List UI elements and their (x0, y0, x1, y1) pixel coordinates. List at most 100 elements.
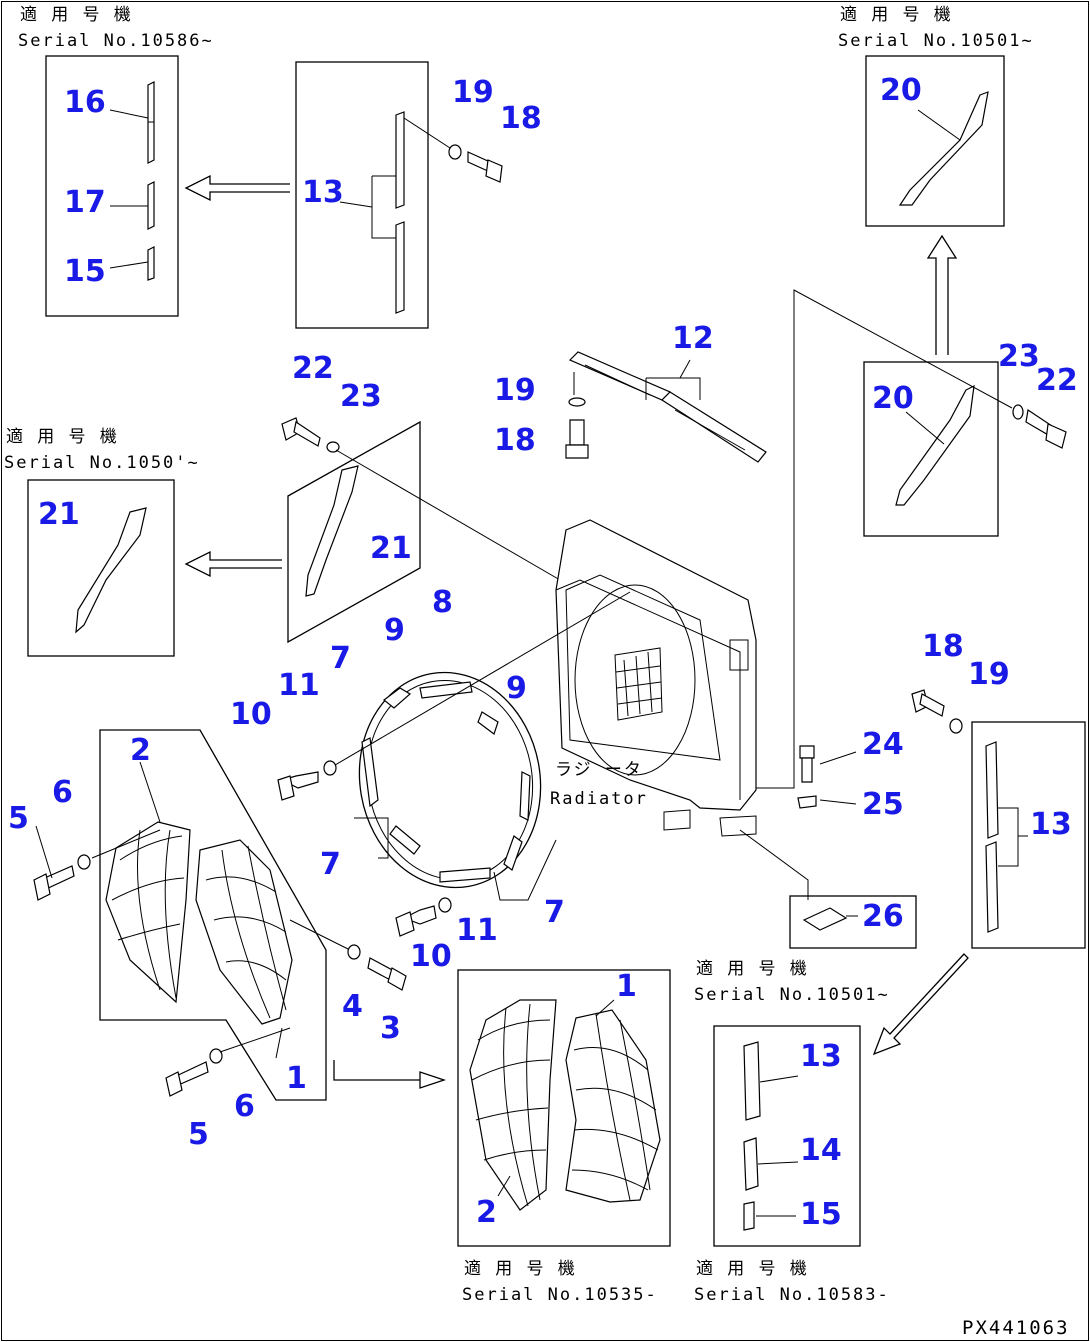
callout-c2a: 2 (130, 733, 151, 768)
callout-c11b: 11 (456, 913, 498, 948)
callout-c6b: 6 (234, 1089, 255, 1124)
callout-c18c: 18 (922, 629, 964, 664)
callout-c13c: 13 (800, 1039, 842, 1074)
leader-line (679, 359, 691, 379)
arrow-left (184, 550, 282, 578)
callout-c24: 24 (862, 727, 904, 762)
leader-line (275, 1027, 283, 1059)
callout-c13a: 13 (302, 175, 344, 210)
note-label-jp: 適 用 号 機 (6, 427, 119, 447)
callout-c6a: 6 (52, 775, 73, 810)
callout-c3: 3 (380, 1011, 401, 1046)
callout-c18a: 18 (500, 101, 542, 136)
callout-c22b: 22 (1036, 363, 1078, 398)
note-serial: Serial No.10535- (462, 1285, 658, 1305)
detail-box (45, 55, 179, 317)
part-drawing (895, 384, 975, 506)
washer-bolt (448, 144, 503, 183)
detail-box (713, 1025, 861, 1247)
callout-c26: 26 (862, 899, 904, 934)
callout-c10b: 10 (410, 939, 452, 974)
note-label-jp: 適 用 号 機 (464, 1259, 577, 1279)
callout-c21b: 21 (370, 531, 412, 566)
detail-box (789, 895, 917, 949)
callout-c20b: 20 (872, 381, 914, 416)
leader-line (905, 411, 945, 445)
assembly-line (329, 591, 631, 769)
callout-c15b: 15 (800, 1197, 842, 1232)
note-serial: Serial No.1050'~ (4, 453, 200, 473)
callout-c23b: 23 (998, 339, 1040, 374)
radiator-label-jp: ラジ ータ (555, 760, 643, 780)
callout-c19a: 19 (452, 75, 494, 110)
callout-c1a: 1 (286, 1061, 307, 1096)
part-drawing (743, 1041, 761, 1231)
washer-bolt (1012, 404, 1067, 449)
note-label-jp: 適 用 号 機 (840, 5, 953, 25)
leader-line (35, 825, 53, 879)
callout-layer: 1617151319182012191822232121202322897111… (8, 73, 1078, 1232)
fan-guard (469, 999, 661, 1211)
part-drawing (305, 465, 359, 597)
callout-c11a: 11 (278, 668, 320, 703)
callout-c22a: 22 (292, 351, 334, 386)
callout-c9b: 9 (506, 671, 527, 706)
callout-c7a: 7 (330, 641, 351, 676)
fan-shroud-ring (358, 671, 542, 889)
washer-bolt (797, 745, 817, 809)
document-id: PX441063 (962, 1317, 1070, 1339)
callout-c1b: 1 (616, 969, 637, 1004)
leader-line (109, 261, 149, 269)
callout-c2b: 2 (476, 1195, 497, 1230)
leader-line (403, 117, 451, 149)
detail-box (295, 61, 429, 329)
part-drawing (371, 111, 405, 314)
washer-bolt (281, 417, 340, 453)
part-drawing (147, 81, 155, 281)
callout-c13b: 13 (1030, 807, 1072, 842)
callout-c4: 4 (342, 989, 363, 1024)
arrow-right (333, 1060, 447, 1089)
part-drawing (985, 741, 1019, 933)
note-serial: Serial No.10586~ (18, 31, 214, 51)
note-label-jp: 適 用 号 機 (696, 1259, 809, 1279)
leader-line (645, 377, 701, 400)
leader-line (339, 201, 373, 208)
callout-c8: 8 (432, 585, 453, 620)
assembly-line (91, 829, 161, 859)
callout-c20a: 20 (880, 73, 922, 108)
leader-line (819, 751, 857, 765)
note-serial: Serial No.10583- (694, 1285, 890, 1305)
leader-line (139, 761, 161, 823)
detail-box (865, 55, 1005, 227)
callout-c18b: 18 (494, 423, 536, 458)
callout-c7b: 7 (320, 847, 341, 882)
leader-line (917, 109, 961, 141)
washer-bolt (565, 397, 589, 459)
callout-c9a: 9 (384, 613, 405, 648)
callout-c7c: 7 (544, 895, 565, 930)
arrow-up (926, 234, 958, 355)
bracket-part (802, 907, 848, 931)
detail-box (971, 721, 1086, 949)
callout-c10a: 10 (230, 697, 272, 732)
callout-c19c: 19 (968, 657, 1010, 692)
callout-c17: 17 (64, 185, 106, 220)
callout-c16: 16 (64, 85, 106, 120)
callout-c25: 25 (862, 787, 904, 822)
leader-line (759, 1075, 799, 1083)
assembly-line (219, 1027, 291, 1053)
leader-line (493, 839, 557, 901)
callout-c14: 14 (800, 1133, 842, 1168)
leader-line (354, 817, 389, 859)
part-drawing (898, 91, 989, 206)
part-drawing (75, 507, 147, 634)
arrow-left (184, 174, 290, 202)
detail-box (457, 969, 671, 1247)
radiator-label-en: Radiator (550, 789, 648, 809)
callout-c12: 12 (672, 321, 714, 356)
leader-line (819, 799, 857, 805)
washer-bolt (277, 760, 452, 937)
